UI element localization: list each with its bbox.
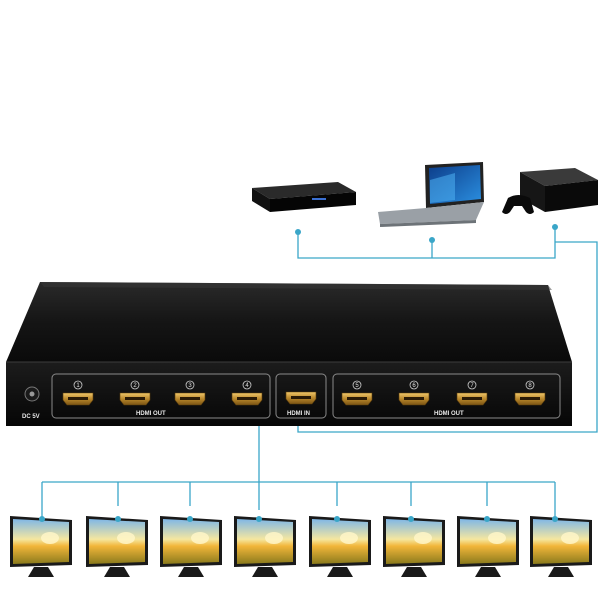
hdmi-out-port-1: 1	[62, 380, 94, 406]
hdmi-out-right-label: HDMI OUT	[434, 411, 464, 417]
hdmi-splitter-device: DC 5V HDMI OUT HDMI IN HDMI OUT 1 2 3 4 5 6 7 8	[6, 282, 572, 426]
port-number-label: 3	[188, 383, 192, 389]
hdmi-out-port-5: 5	[341, 380, 373, 406]
hdmi-in-label: HDMI IN	[287, 411, 310, 417]
output-cables	[41, 426, 556, 520]
hdmi-out-left-label: HDMI OUT	[136, 411, 166, 417]
display-3-icon	[160, 516, 222, 577]
cable-dots-top	[295, 224, 558, 243]
laptop-icon	[378, 162, 484, 227]
hdmi-out-port-6: 6	[398, 380, 430, 406]
port-number-badge	[130, 380, 140, 390]
port-number-badge	[467, 380, 477, 390]
hdmi-port-slot	[68, 397, 88, 400]
blu-ray-player-icon	[252, 182, 356, 212]
hdmi-out-port-8: 8	[514, 380, 546, 406]
display-6-icon	[383, 516, 445, 577]
hdmi-in-frame	[275, 373, 327, 419]
input-cables	[297, 227, 598, 433]
hdmi-port-slot	[347, 397, 367, 400]
port-number-label: 8	[528, 383, 532, 389]
hdmi-out-port-7: 7	[456, 380, 488, 406]
game-console-icon	[502, 168, 598, 214]
hdmi-port-slot	[520, 397, 540, 400]
hdmi-in-port	[285, 391, 317, 405]
dc-label: DC 5V	[22, 414, 40, 420]
hdmi-port-slot	[404, 397, 424, 400]
hdmi-out-right-frame	[332, 373, 561, 419]
port-number-label: 6	[412, 383, 416, 389]
hdmi-out-port-2: 2	[119, 380, 151, 406]
display-2-icon	[86, 516, 148, 577]
display-8-icon	[530, 516, 592, 577]
hdmi-out-ports: 1 2 3 4 5 6 7 8	[62, 380, 546, 406]
hdmi-port-slot	[180, 397, 200, 400]
display-5-icon	[309, 516, 371, 577]
port-number-badge	[242, 380, 252, 390]
display-1-icon	[10, 516, 72, 577]
port-number-label: 1	[76, 383, 80, 389]
display-4-icon	[234, 516, 296, 577]
port-number-label: 2	[133, 383, 137, 389]
port-number-badge	[185, 380, 195, 390]
hdmi-port-slot	[237, 397, 257, 400]
hdmi-out-port-4: 4	[231, 380, 263, 406]
hdmi-out-left-frame	[51, 373, 271, 419]
port-number-badge	[525, 380, 535, 390]
hdmi-port-slot	[125, 397, 145, 400]
display-7-icon	[457, 516, 519, 577]
port-number-badge	[352, 380, 362, 390]
port-number-label: 5	[355, 383, 359, 389]
display-row	[10, 516, 592, 577]
port-number-badge	[409, 380, 419, 390]
port-number-label: 4	[245, 383, 249, 389]
cable-dots-bottom	[39, 516, 558, 522]
hdmi-out-port-3: 3	[174, 380, 206, 406]
hdmi-port-slot	[462, 397, 482, 400]
port-number-label: 7	[470, 383, 474, 389]
port-number-badge	[73, 380, 83, 390]
dc-jack: DC 5V	[22, 386, 40, 420]
